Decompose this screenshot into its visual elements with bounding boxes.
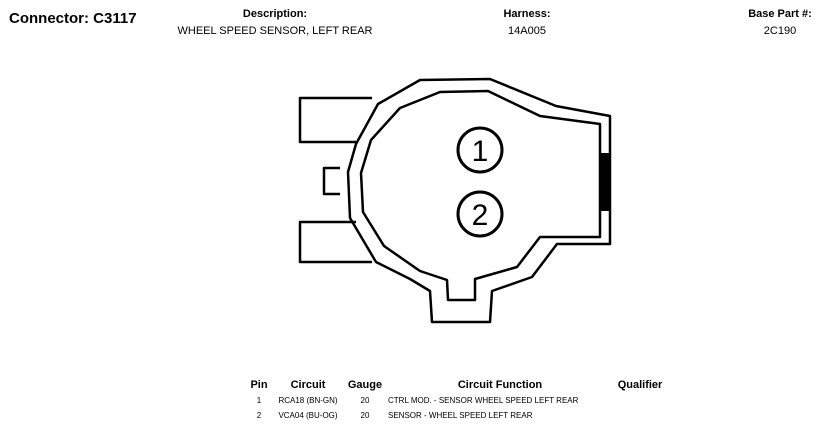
table-header-qualifier: Qualifier (617, 379, 663, 391)
description-value: WHEEL SPEED SENSOR, LEFT REAR (177, 25, 373, 37)
connector-title: Connector: C3117 (9, 10, 137, 27)
table-header-pin: Pin (250, 379, 268, 391)
pin-2-label: 2 (472, 199, 489, 232)
connector-outer-body (346, 77, 612, 324)
table-row-1-circuit: RCA18 (BN-GN) (278, 396, 338, 405)
harness-label: Harness: (503, 8, 551, 20)
table-row-2-gauge: 20 (360, 411, 370, 420)
table-header-gauge: Gauge (347, 379, 383, 391)
description-label: Description: (242, 8, 308, 20)
lower-latch-tab (298, 220, 372, 264)
table-row-2-pin: 2 (256, 411, 262, 420)
pin-1-cavity (456, 126, 504, 174)
table-row-1-function: CTRL MOD. - SENSOR WHEEL SPEED LEFT REAR (388, 396, 579, 405)
table-row-1-gauge: 20 (360, 396, 370, 405)
right-latch-bar (601, 153, 611, 211)
pin-1-label: 1 (472, 135, 489, 168)
upper-latch-tab (298, 96, 372, 144)
table-header-circuit: Circuit (290, 379, 326, 391)
side-nub (322, 166, 340, 196)
base-part-label: Base Part #: (748, 8, 812, 20)
table-header-circuit-function: Circuit Function (457, 379, 543, 391)
table-row-2-circuit: VCA04 (BU-OG) (278, 411, 338, 420)
connector-inner-body (359, 89, 602, 302)
pin-2-cavity (456, 190, 504, 238)
table-row-1-pin: 1 (256, 396, 262, 405)
table-row-2-function: SENSOR - WHEEL SPEED LEFT REAR (388, 411, 533, 420)
base-part-value: 2C190 (763, 25, 797, 37)
harness-value: 14A005 (508, 25, 546, 37)
